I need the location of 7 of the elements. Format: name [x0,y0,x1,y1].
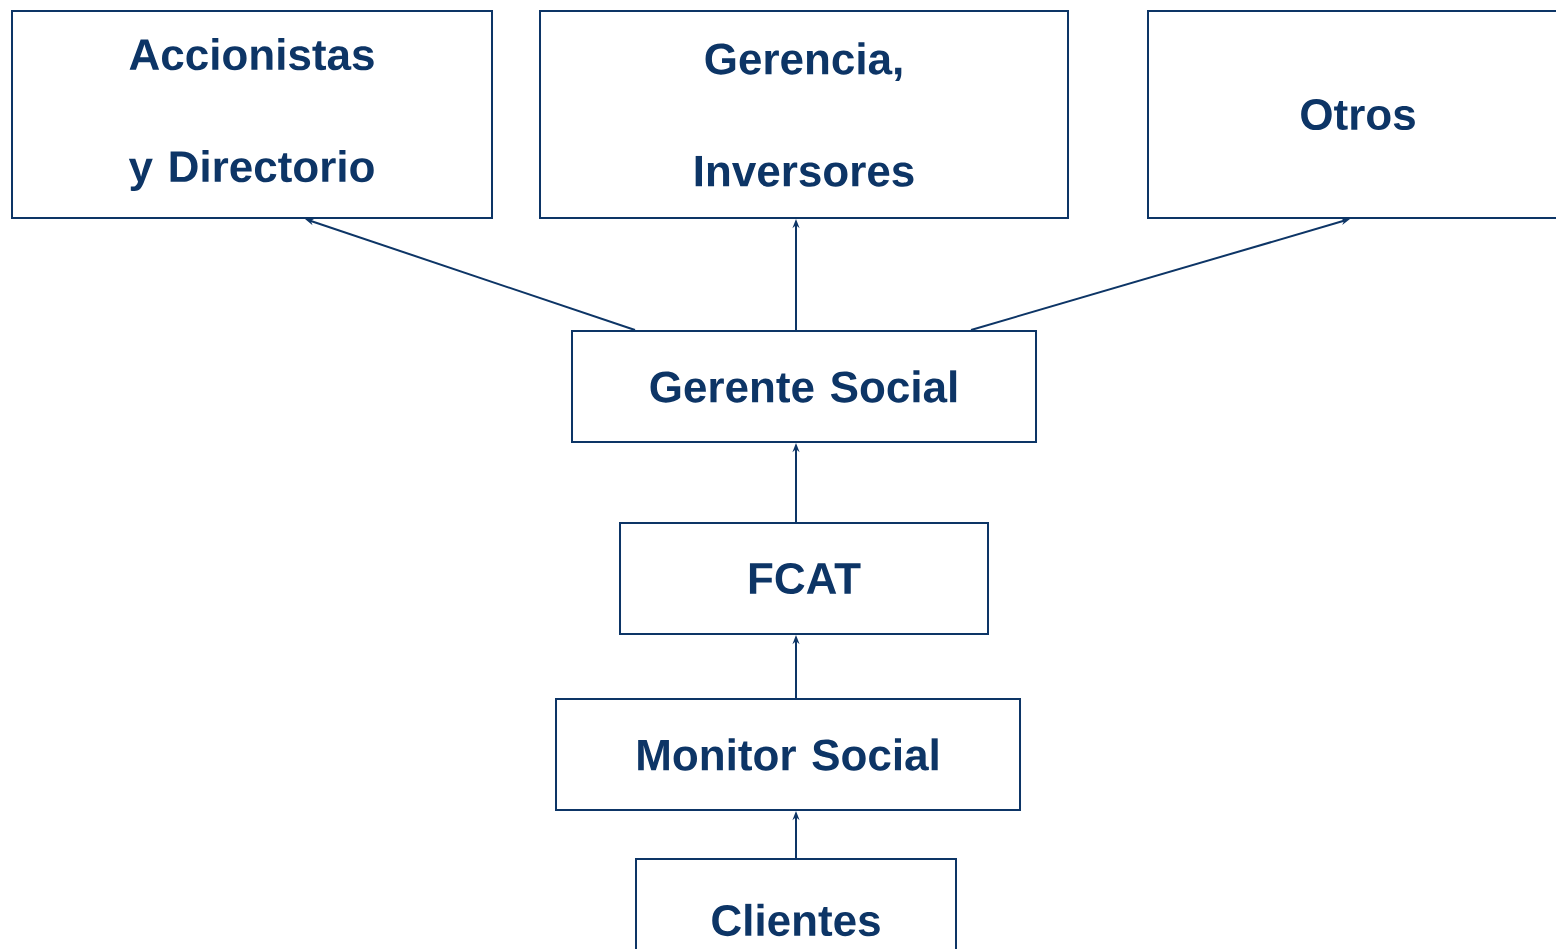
process-box: FCAT [619,522,989,635]
process-box: Otros [1147,10,1556,219]
process-box: Gerente Social [571,330,1037,443]
process-box: Accionistas y Directorio [11,10,493,219]
process-box: Clientes [635,858,957,949]
process-box: Gerencia, Inversores [539,10,1069,219]
process-box: Monitor Social [555,698,1021,811]
